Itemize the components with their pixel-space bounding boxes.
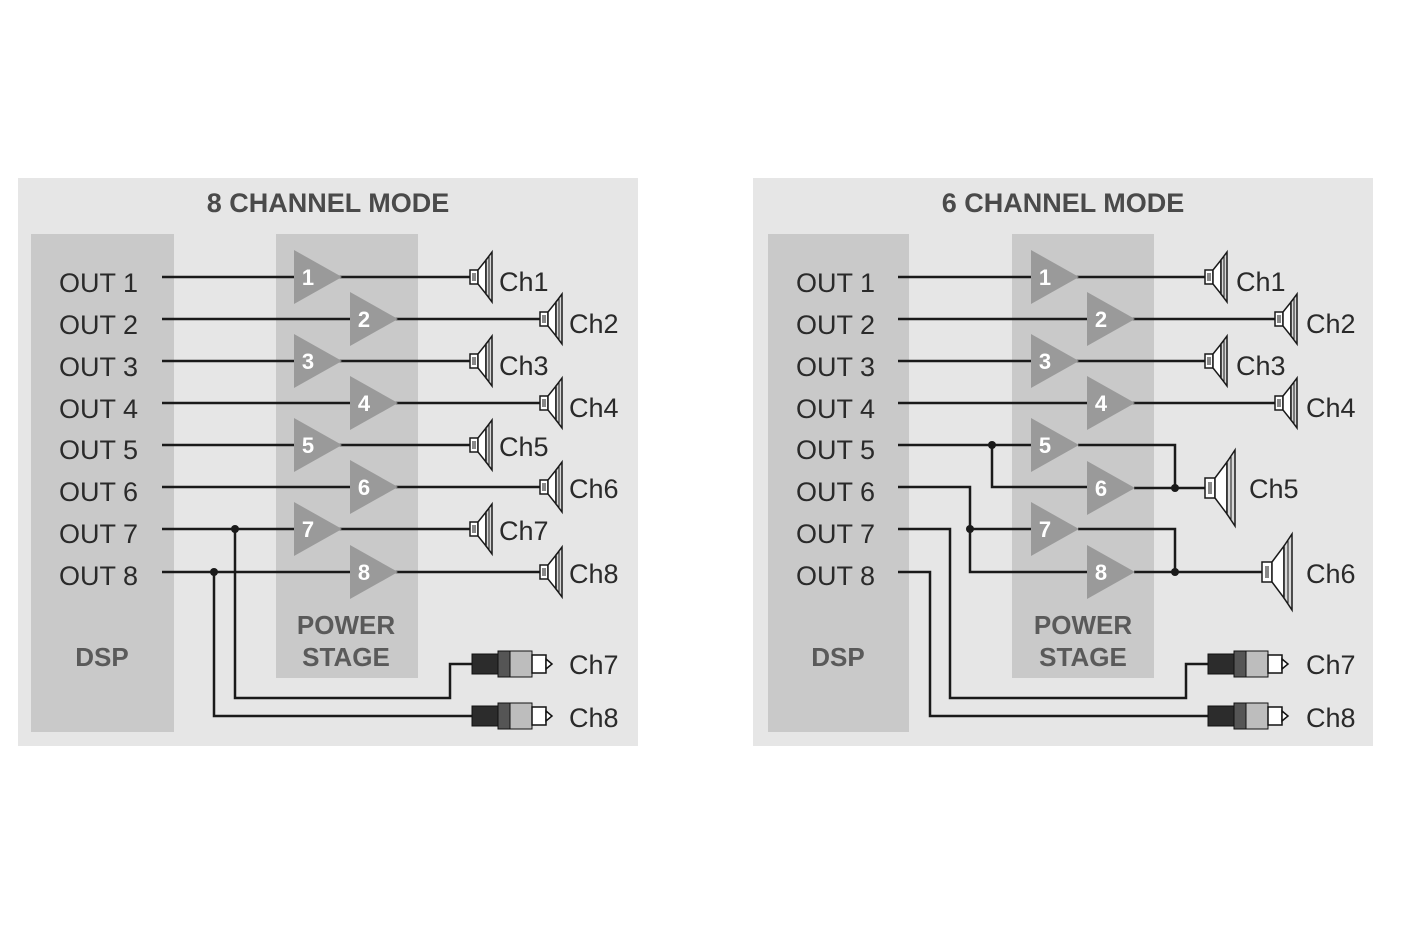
output-label: OUT 4 xyxy=(796,394,875,424)
svg-text:5: 5 xyxy=(302,433,314,458)
junction-dot xyxy=(1171,568,1179,576)
amp-triangle: 2 xyxy=(350,292,398,346)
panel-8-channel: 8 CHANNEL MODE DSP POWER STAGE OUT 1 OUT… xyxy=(18,178,638,746)
dsp-block xyxy=(31,234,174,732)
output-label: OUT 6 xyxy=(796,477,875,507)
rca-plug-icon xyxy=(1207,650,1289,678)
junction-dot xyxy=(966,525,974,533)
output-labels: OUT 1 OUT 2 OUT 3 OUT 4 OUT 5 OUT 6 OUT … xyxy=(59,268,138,591)
amp-triangle: 7 xyxy=(1031,502,1079,556)
output-label: OUT 6 xyxy=(59,477,138,507)
speaker-label: Ch5 xyxy=(499,432,549,462)
speaker-label: Ch1 xyxy=(1236,267,1286,297)
speaker-label: Ch8 xyxy=(569,559,619,589)
speaker-label: Ch6 xyxy=(569,474,619,504)
output-label: OUT 4 xyxy=(59,394,138,424)
power-label-line2: STAGE xyxy=(302,642,390,672)
output-label: OUT 7 xyxy=(796,519,875,549)
panel-title: 8 CHANNEL MODE xyxy=(207,188,450,218)
svg-text:7: 7 xyxy=(302,517,314,542)
output-labels: OUT 1 OUT 2 OUT 3 OUT 4 OUT 5 OUT 6 OUT … xyxy=(796,268,875,591)
speaker-label: Ch3 xyxy=(1236,351,1286,381)
rca-label: Ch8 xyxy=(569,703,619,733)
panel-6-channel: 6 CHANNEL MODE DSP POWER STAGE OUT 1 OUT… xyxy=(753,178,1373,746)
power-label-line1: POWER xyxy=(297,610,395,640)
svg-text:4: 4 xyxy=(1095,391,1108,416)
output-label: OUT 1 xyxy=(796,268,875,298)
dsp-block xyxy=(768,234,909,732)
amp-triangle: 1 xyxy=(1031,250,1079,304)
speakers: Ch1 Ch2 Ch3 Ch4 Ch5 Ch6 Ch7 Ch8 xyxy=(469,251,619,598)
rca-plug-icon xyxy=(1207,702,1289,730)
rca-label: Ch7 xyxy=(1306,650,1356,680)
amp-triangle: 8 xyxy=(1087,545,1135,599)
speaker-label: Ch7 xyxy=(499,516,549,546)
speaker-label: Ch4 xyxy=(569,393,619,423)
rca-outputs: Ch7 Ch8 xyxy=(471,650,619,733)
speakers: Ch1 Ch2 Ch3 Ch4 Ch5 Ch6 xyxy=(1204,251,1356,611)
amp-triangle: 6 xyxy=(1087,461,1135,515)
amplifiers: 1 2 3 4 5 6 7 8 xyxy=(1031,250,1135,599)
amp-triangle: 7 xyxy=(294,502,342,556)
output-label: OUT 2 xyxy=(796,310,875,340)
svg-text:8: 8 xyxy=(358,560,370,585)
output-label: OUT 8 xyxy=(796,561,875,591)
rca-plug-icon xyxy=(471,702,553,730)
output-label: OUT 7 xyxy=(59,519,138,549)
output-label: OUT 1 xyxy=(59,268,138,298)
wires xyxy=(898,275,1275,718)
svg-text:3: 3 xyxy=(1039,349,1051,374)
speaker-label: Ch3 xyxy=(499,351,549,381)
amp-triangle: 4 xyxy=(1087,376,1135,430)
svg-text:5: 5 xyxy=(1039,433,1051,458)
svg-text:6: 6 xyxy=(1095,476,1107,501)
svg-text:6: 6 xyxy=(358,475,370,500)
amp-triangle: 5 xyxy=(294,418,342,472)
amp-triangle: 2 xyxy=(1087,292,1135,346)
output-label: OUT 5 xyxy=(796,435,875,465)
svg-text:4: 4 xyxy=(358,391,371,416)
power-label-line2: STAGE xyxy=(1039,642,1127,672)
amp-triangle: 8 xyxy=(350,545,398,599)
speaker-label: Ch1 xyxy=(499,267,549,297)
svg-text:1: 1 xyxy=(1039,265,1051,290)
amplifiers: 1 2 3 4 5 6 7 8 xyxy=(294,250,398,599)
rca-plug-icon xyxy=(471,650,553,678)
speaker-label: Ch2 xyxy=(569,309,619,339)
junction-dot xyxy=(988,441,996,449)
output-label: OUT 5 xyxy=(59,435,138,465)
amp-triangle: 1 xyxy=(294,250,342,304)
dsp-label: DSP xyxy=(75,642,128,672)
speaker-label: Ch2 xyxy=(1306,309,1356,339)
amp-triangle: 4 xyxy=(350,376,398,430)
junction-dot xyxy=(210,568,218,576)
junction-dot xyxy=(231,525,239,533)
dsp-label: DSP xyxy=(811,642,864,672)
output-label: OUT 3 xyxy=(59,352,138,382)
rca-label: Ch7 xyxy=(569,650,619,680)
svg-text:1: 1 xyxy=(302,265,314,290)
panel-title: 6 CHANNEL MODE xyxy=(942,188,1185,218)
power-label-line1: POWER xyxy=(1034,610,1132,640)
svg-text:7: 7 xyxy=(1039,517,1051,542)
svg-text:3: 3 xyxy=(302,349,314,374)
output-label: OUT 3 xyxy=(796,352,875,382)
speaker-label: Ch6 xyxy=(1306,559,1356,589)
speaker-label: Ch4 xyxy=(1306,393,1356,423)
junction-dot xyxy=(1171,484,1179,492)
svg-text:2: 2 xyxy=(358,307,370,332)
amp-triangle: 5 xyxy=(1031,418,1079,472)
svg-text:2: 2 xyxy=(1095,307,1107,332)
speaker-label: Ch5 xyxy=(1249,474,1299,504)
amp-triangle: 3 xyxy=(294,334,342,388)
amp-triangle: 3 xyxy=(1031,334,1079,388)
svg-text:8: 8 xyxy=(1095,560,1107,585)
amp-triangle: 6 xyxy=(350,460,398,514)
output-label: OUT 2 xyxy=(59,310,138,340)
output-label: OUT 8 xyxy=(59,561,138,591)
rca-label: Ch8 xyxy=(1306,703,1356,733)
rca-outputs: Ch7 Ch8 xyxy=(1207,650,1356,733)
